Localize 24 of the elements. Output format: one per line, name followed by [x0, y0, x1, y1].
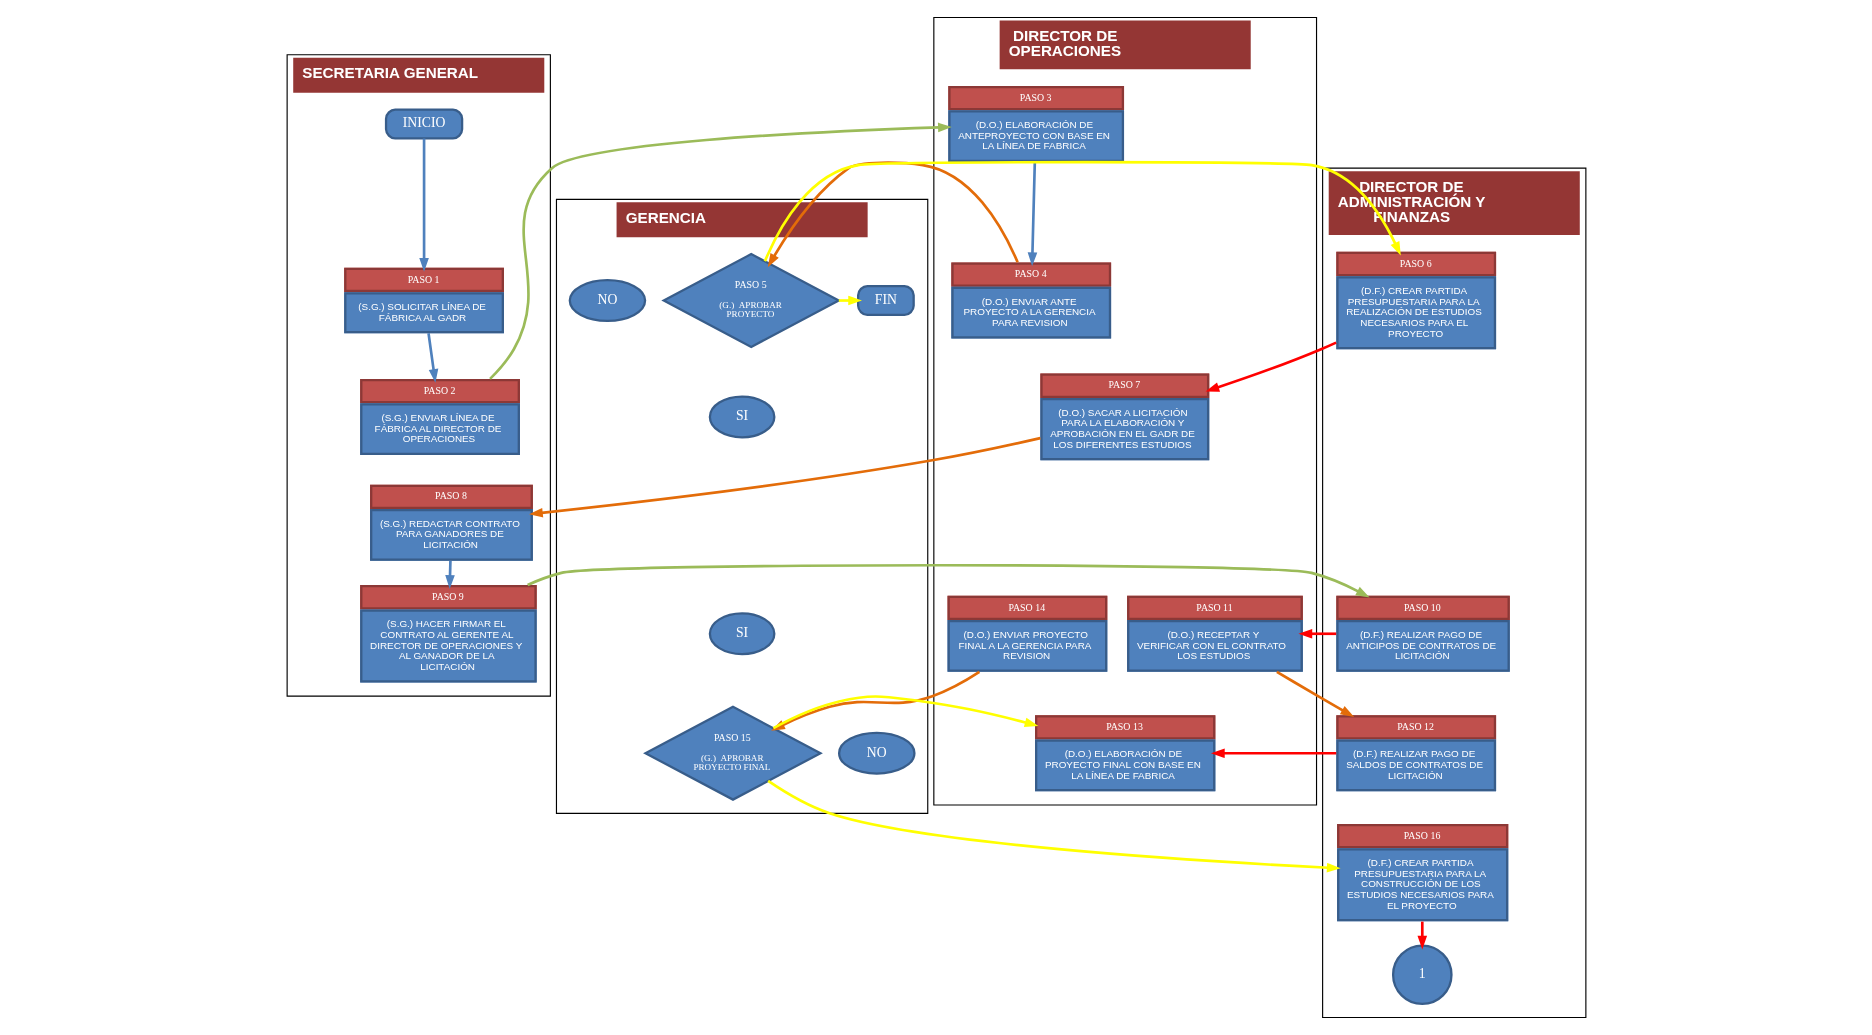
node-circle: 1 [1391, 944, 1453, 1006]
arrow [1275, 670, 1354, 718]
arrow [418, 138, 429, 272]
arrow [767, 161, 1019, 268]
arrow [426, 333, 438, 383]
arrow [1027, 162, 1037, 267]
node-box: INICIO [384, 108, 463, 140]
arrow [838, 295, 862, 306]
arrow [1210, 748, 1336, 759]
node-ellipse: NO [837, 731, 916, 775]
arrow [528, 436, 1041, 518]
node-ellipse: SI [708, 395, 775, 439]
arrow [763, 160, 1401, 262]
arrow [1417, 921, 1427, 950]
arrow [444, 560, 455, 589]
arrow [766, 779, 1341, 873]
arrow [488, 122, 952, 380]
node-ellipse: SI [708, 612, 775, 656]
node-box: FIN [856, 284, 915, 317]
node-diamond: PASO 15 (G.) APROBAR PROYECTO FINAL [642, 705, 823, 801]
arrow [1298, 628, 1336, 639]
arrow [1205, 341, 1337, 392]
node-ellipse: NO [568, 279, 646, 322]
arrow [526, 563, 1370, 598]
